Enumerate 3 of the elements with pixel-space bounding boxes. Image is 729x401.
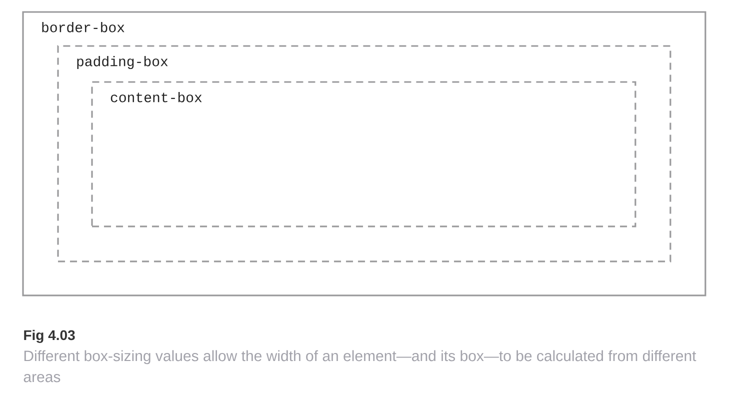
dashed-box: content-box	[91, 81, 636, 228]
figure-number: Fig 4.03	[24, 330, 75, 343]
caption: Different box-sizing values allow the width of an element—and its box—to be calculated from different areas	[24, 350, 696, 382]
